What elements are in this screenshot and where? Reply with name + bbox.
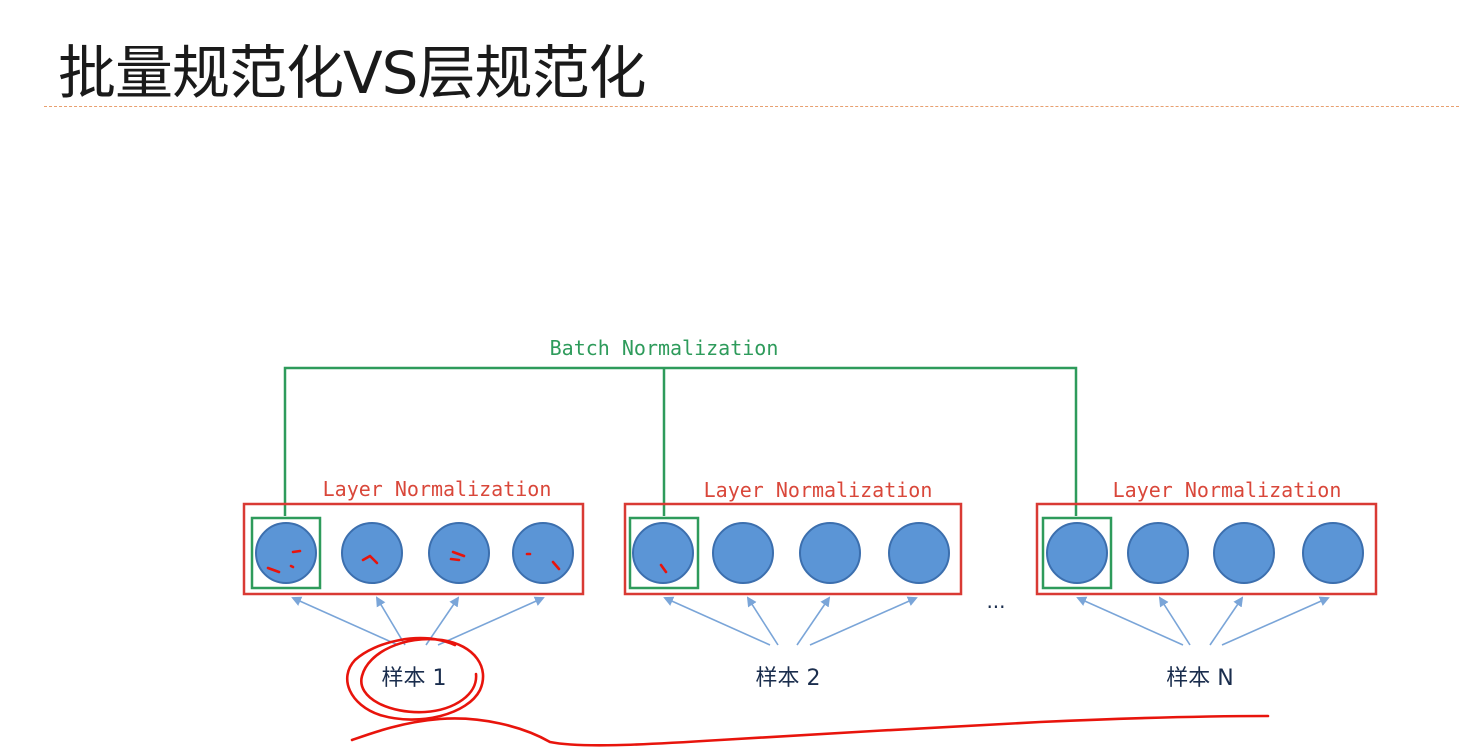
slide-title: 批量规范化VS层规范化 xyxy=(58,39,646,107)
ink-mark-neuron-1-3 xyxy=(449,550,466,562)
ink-underline xyxy=(350,714,1270,747)
neuron-n-3 xyxy=(1213,522,1275,584)
input-arrows-2 xyxy=(663,596,918,646)
neuron-2-1 xyxy=(632,522,694,584)
ink-mark-neuron-1-2 xyxy=(361,554,379,565)
sample-group-n: Layer Normalization 样本 N xyxy=(1035,478,1378,691)
ink-circle-sample-1 xyxy=(345,637,485,721)
ink-mark-neuron-2-1 xyxy=(659,563,668,574)
ink-mark-neuron-1-1 xyxy=(266,549,302,574)
neuron-n-4 xyxy=(1302,522,1364,584)
sample-label-2: 样本 2 xyxy=(756,666,821,691)
batch-norm-box-2 xyxy=(628,516,700,590)
layer-norm-label-2: Layer Normalization xyxy=(704,478,933,502)
ink-mark-neuron-1-4 xyxy=(525,552,561,571)
neuron-2-4 xyxy=(888,522,950,584)
batch-norm-label: Batch Normalization xyxy=(550,336,779,360)
neuron-n-1 xyxy=(1046,522,1108,584)
sample-label-n: 样本 N xyxy=(1166,666,1233,691)
neuron-2-2 xyxy=(712,522,774,584)
layer-norm-label-1: Layer Normalization xyxy=(323,477,552,501)
title-divider xyxy=(44,106,1459,107)
layer-norm-box-n xyxy=(1035,502,1378,596)
neuron-2-3 xyxy=(799,522,861,584)
batch-norm-connector xyxy=(283,366,1078,516)
layer-norm-label-n: Layer Normalization xyxy=(1113,478,1342,502)
batch-norm-box-n xyxy=(1041,516,1113,590)
neuron-1-4 xyxy=(512,522,574,584)
sample-group-1: Layer Normalization 样本 1 xyxy=(242,477,585,691)
neuron-1-2 xyxy=(341,522,403,584)
batch-norm-bracket-line xyxy=(283,366,1078,516)
sample-group-2: Layer Normalization 样本 2 xyxy=(623,478,963,691)
input-arrows-1 xyxy=(291,596,545,646)
neuron-1-1 xyxy=(255,522,317,584)
sample-label-1: 样本 1 xyxy=(382,666,447,691)
input-arrows-n xyxy=(1076,596,1330,646)
layer-norm-box-2 xyxy=(623,502,963,596)
batch-norm-box-1 xyxy=(250,516,322,590)
ellipsis: ... xyxy=(986,589,1005,613)
layer-norm-box-1 xyxy=(242,502,585,596)
ink-annotations xyxy=(266,549,1270,747)
neuron-n-2 xyxy=(1127,522,1189,584)
